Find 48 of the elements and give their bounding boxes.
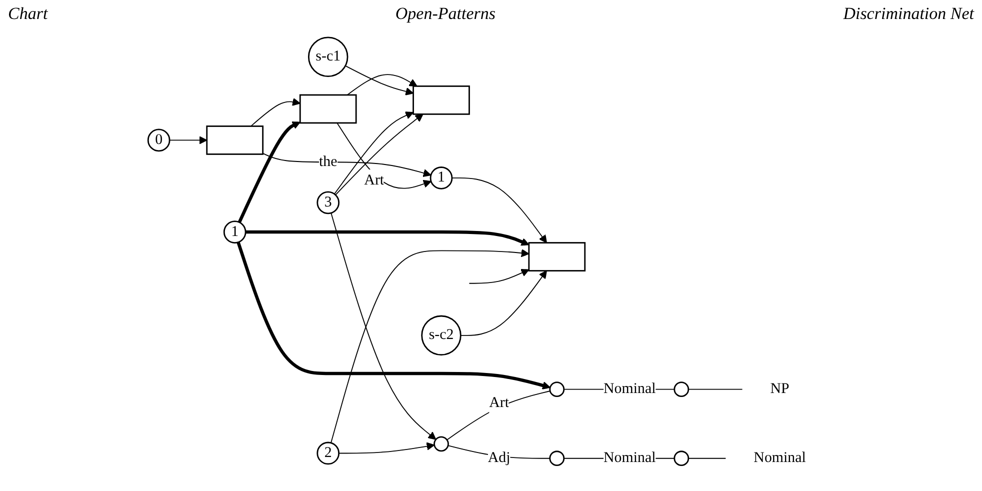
arrow — [344, 65, 414, 96]
arrow — [250, 98, 300, 127]
node-text: NP — [770, 380, 790, 397]
node-circle — [674, 382, 690, 398]
node-box — [206, 126, 264, 155]
arrow — [330, 248, 530, 444]
arrow — [460, 270, 547, 336]
arrow — [238, 122, 300, 223]
node-box — [412, 85, 470, 115]
arrow — [346, 74, 418, 96]
arrow — [452, 178, 547, 244]
node-circle: 3 — [316, 191, 340, 214]
node-circle — [549, 450, 565, 466]
node-box — [299, 94, 357, 124]
section-heading: Open-Patterns — [395, 4, 496, 24]
edge-label: Adj — [488, 450, 510, 466]
arrow — [334, 112, 414, 194]
node-circle — [674, 450, 690, 466]
edge-label: the — [318, 154, 338, 170]
section-heading: Discrimination Net — [843, 4, 974, 24]
arrow — [262, 152, 432, 178]
arrow — [236, 242, 551, 390]
node-circle: s-c1 — [308, 36, 348, 77]
node-text: Nominal — [754, 450, 806, 466]
connector — [688, 458, 726, 459]
arrow — [246, 230, 530, 246]
connector — [446, 390, 551, 440]
edge-label: Art — [364, 172, 384, 188]
node-circle: 1 — [223, 220, 246, 244]
node-circle: 2 — [316, 442, 340, 465]
node-box — [528, 242, 586, 272]
arrow — [169, 136, 208, 144]
edge-label: Nominal — [604, 380, 656, 397]
section-heading: Chart — [8, 4, 48, 24]
node-circle: s-c2 — [421, 315, 462, 356]
edge-label: Nominal — [604, 450, 656, 466]
node-circle — [549, 382, 565, 398]
arrow — [468, 268, 530, 284]
node-circle: 1 — [430, 166, 453, 190]
connector — [448, 445, 550, 459]
arrow — [336, 122, 432, 189]
arrow — [335, 114, 424, 196]
connector — [688, 388, 743, 390]
arrow — [338, 442, 435, 454]
node-circle: 0 — [147, 128, 170, 152]
edge-label: Art — [489, 394, 510, 411]
arrow — [330, 212, 436, 440]
node-circle — [434, 436, 449, 452]
